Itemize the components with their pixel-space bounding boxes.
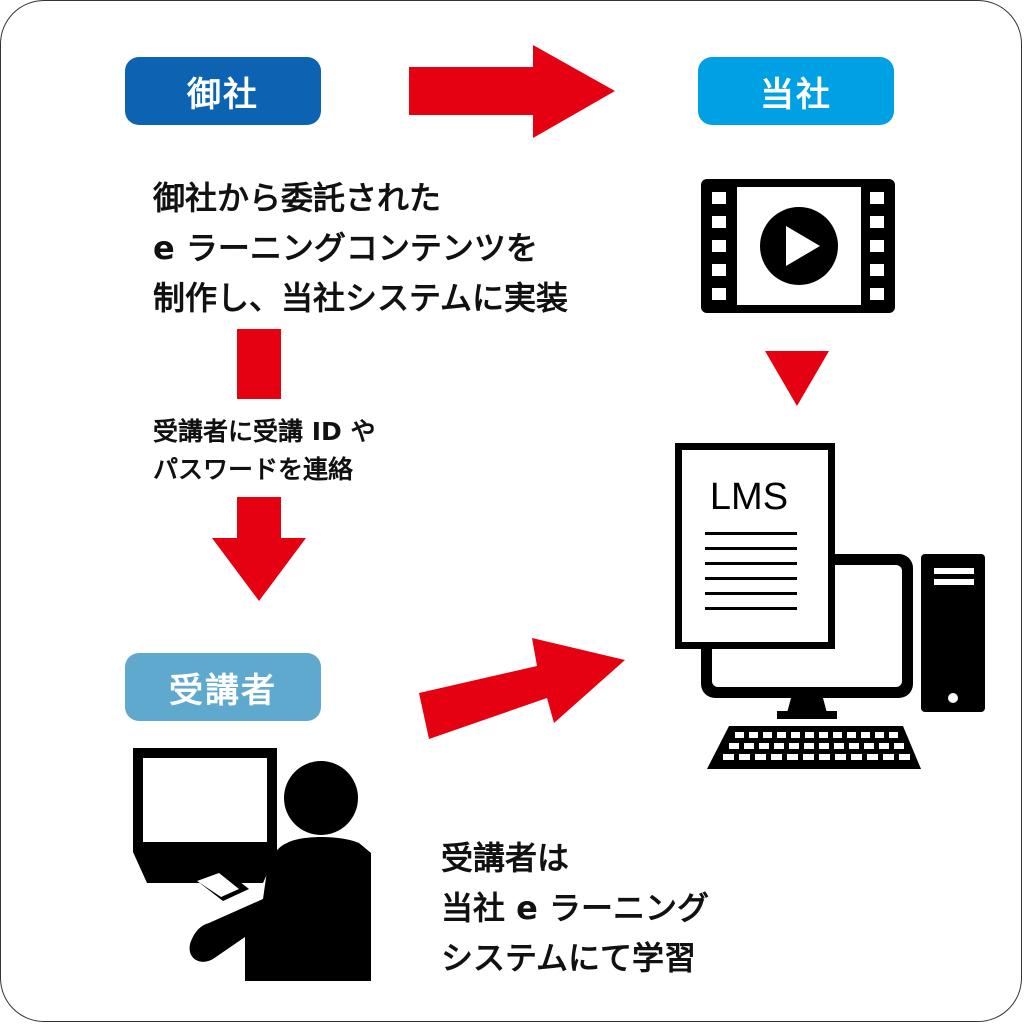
node-learner: 受講者 bbox=[125, 653, 321, 721]
arrow-film-to-lms bbox=[765, 351, 829, 406]
notify-line-1: 受講者に受講 ID や bbox=[153, 417, 376, 446]
node-client: 御社 bbox=[125, 57, 321, 125]
arrow-down-to-learner bbox=[237, 329, 281, 399]
arrow-client-to-company bbox=[409, 45, 615, 138]
study-line-1: 受講者は bbox=[441, 839, 570, 877]
production-line-1: 御社から委託された bbox=[153, 179, 442, 217]
study-text: 受講者は 当社 e ラーニング システムにて学習 bbox=[441, 833, 709, 983]
production-text: 御社から委託された e ラーニングコンテンツを 制作し、当社システムに実装 bbox=[153, 173, 568, 323]
production-line-2: e ラーニングコンテンツを bbox=[153, 229, 538, 267]
film-play-icon bbox=[701, 179, 895, 313]
lms-computer-icon: LMS bbox=[675, 443, 985, 769]
study-line-2: 当社 e ラーニング bbox=[441, 889, 709, 927]
lms-label: LMS bbox=[710, 476, 788, 518]
notify-line-2: パスワードを連絡 bbox=[153, 455, 354, 484]
node-company: 当社 bbox=[698, 57, 894, 125]
study-line-3: システムにて学習 bbox=[441, 939, 697, 977]
arrow-learner-to-lms bbox=[419, 638, 625, 739]
learner-laptop-icon bbox=[133, 748, 371, 981]
production-line-3: 制作し、当社システムに実装 bbox=[153, 279, 569, 317]
notify-text: 受講者に受講 ID や パスワードを連絡 bbox=[153, 413, 375, 489]
arrow-down-to-learner-head bbox=[212, 497, 306, 601]
